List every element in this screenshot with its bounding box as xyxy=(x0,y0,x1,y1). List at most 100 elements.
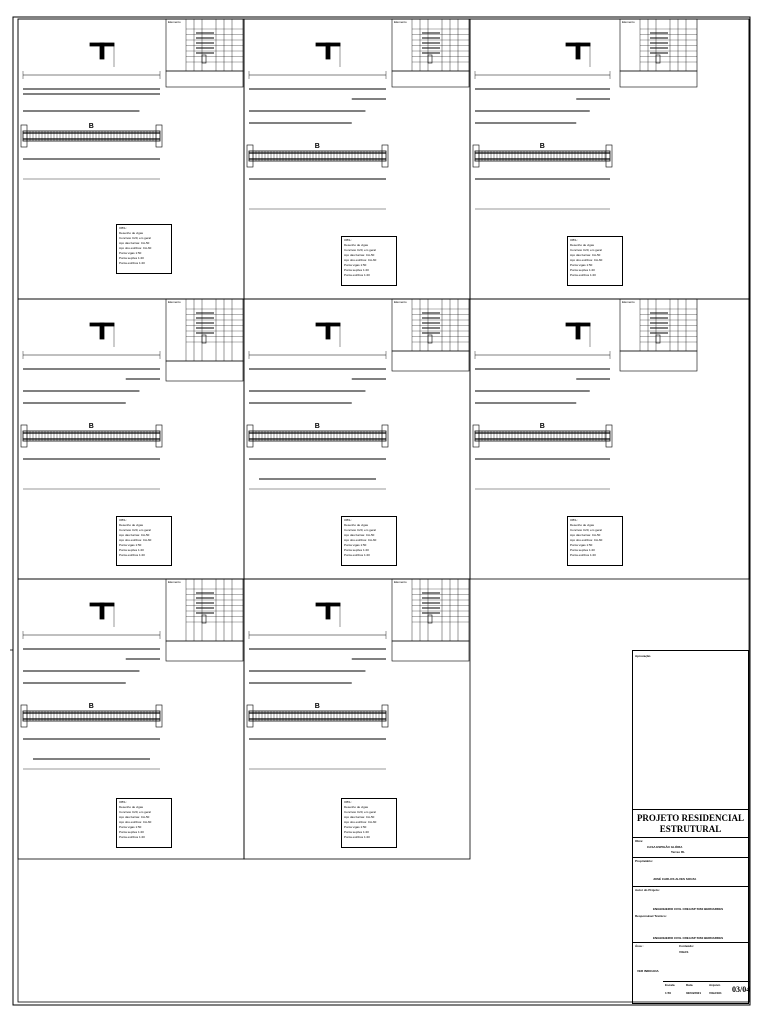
stirrup-sketch xyxy=(655,334,661,344)
obra-value: CASA ESPIGÃO GLÓRIA xyxy=(647,845,683,849)
note-line: Ponta vigas 1:50 xyxy=(344,263,367,267)
note-line: Aço dos estribos: CA-60 xyxy=(344,538,377,542)
summary-table xyxy=(391,70,470,88)
summary-table xyxy=(165,640,244,662)
support-right xyxy=(155,124,163,148)
panel-border xyxy=(469,298,750,580)
note-line: Ponta estribos 1:20 xyxy=(570,553,596,557)
note-line: OBS.: xyxy=(344,800,353,804)
proprietario-value: JOSÉ CARLOS ALVES SOUZA xyxy=(653,877,697,881)
note-line: Ponta vigas 1:50 xyxy=(570,263,593,267)
beam-label: B xyxy=(540,423,545,430)
note-line: Concreto C20, em geral xyxy=(570,528,602,532)
divider xyxy=(663,981,750,982)
steel-table-header: Elemento xyxy=(394,300,407,304)
panel-border xyxy=(243,578,471,860)
note-line: Desenho de vigas xyxy=(344,523,369,527)
note-line: OBS.: xyxy=(570,518,579,522)
note-line: Concreto C20, em geral xyxy=(570,248,602,252)
note-line: Concreto C20, em geral xyxy=(119,236,151,240)
note-line: Ponta seções 1:20 xyxy=(344,268,369,272)
steel-table xyxy=(165,578,244,642)
escala-value: 1:50 xyxy=(665,991,672,995)
t-web xyxy=(325,42,331,60)
support-left xyxy=(472,424,480,448)
note-line: Ponta seções 1:20 xyxy=(119,548,144,552)
note-line: Ponta vigas 1:50 xyxy=(344,543,367,547)
note-line: Aço dos estribos: CA-60 xyxy=(570,258,603,262)
escala-label: Escala xyxy=(665,983,675,987)
beam-label: B xyxy=(315,703,320,710)
beam-body xyxy=(248,430,387,442)
note-line: Concreto C20, em geral xyxy=(344,528,376,532)
folha-number: 03/04 xyxy=(732,985,751,994)
note-line: Desenho de vigas xyxy=(119,231,144,235)
note-line: Concreto C20, em geral xyxy=(119,810,151,814)
stirrup-sketch xyxy=(427,54,433,64)
support-left xyxy=(20,124,28,148)
conteudo-label: Conteúdo: xyxy=(679,944,694,948)
support-left xyxy=(246,144,254,168)
note-line: Concreto C20, em geral xyxy=(344,248,376,252)
summary-table xyxy=(165,360,244,382)
indicada-value: VER INDICADA xyxy=(637,969,659,973)
note-line: Aço das barras: CA-50 xyxy=(344,815,375,819)
note-line: Aço das barras: CA-50 xyxy=(119,241,150,245)
steel-table xyxy=(165,298,244,362)
beam-body xyxy=(22,710,161,722)
support-left xyxy=(246,704,254,728)
note-line: Aço das barras: CA-50 xyxy=(344,253,375,257)
divider xyxy=(633,886,748,887)
support-left xyxy=(20,704,28,728)
support-right xyxy=(605,424,613,448)
note-line: OBS.: xyxy=(344,238,353,242)
note-line: OBS.: xyxy=(119,800,128,804)
note-line: Ponta seções 1:20 xyxy=(344,830,369,834)
autor-value: ENGENHEIRO CIVIL CREA/SP 5060 BERNARDES xyxy=(653,907,724,911)
summary-table xyxy=(391,640,470,662)
support-left xyxy=(246,424,254,448)
note-line: Ponta vigas 1:50 xyxy=(119,251,142,255)
steel-table-header: Elemento xyxy=(168,20,181,24)
t-web xyxy=(99,42,105,60)
note-line: Desenho de vigas xyxy=(570,523,595,527)
note-line: Aço dos estribos: CA-60 xyxy=(570,538,603,542)
steel-table-header: Elemento xyxy=(622,20,635,24)
note-line: Ponta estribos 1:20 xyxy=(119,261,145,265)
beam-label: B xyxy=(89,123,94,130)
note-line: Aço das barras: CA-50 xyxy=(119,533,150,537)
project-title-line1: PROJETO RESIDENCIAL xyxy=(636,813,745,823)
support-right xyxy=(155,704,163,728)
support-left xyxy=(472,144,480,168)
stirrup-sketch xyxy=(201,614,207,624)
note-line: Desenho de vigas xyxy=(570,243,595,247)
note-line: Aço das barras: CA-50 xyxy=(570,533,601,537)
t-web xyxy=(99,322,105,340)
note-line: Ponta vigas 1:50 xyxy=(119,543,142,547)
note-line: OBS.: xyxy=(119,226,128,230)
divider xyxy=(633,809,748,810)
note-line: Desenho de vigas xyxy=(119,523,144,527)
note-line: Ponta estribos 1:20 xyxy=(344,835,370,839)
support-right xyxy=(381,704,389,728)
t-web xyxy=(325,602,331,620)
steel-table-header: Elemento xyxy=(168,580,181,584)
summary-table xyxy=(391,350,470,372)
beam-body xyxy=(474,430,611,442)
divider xyxy=(633,942,748,943)
note-line: OBS.: xyxy=(344,518,353,522)
arquivo-label: Arquivo xyxy=(709,983,721,987)
note-line: OBS.: xyxy=(570,238,579,242)
steel-table-header: Elemento xyxy=(622,300,635,304)
note-line: Aço dos estribos: CA-60 xyxy=(119,820,152,824)
stirrup-sketch xyxy=(427,334,433,344)
